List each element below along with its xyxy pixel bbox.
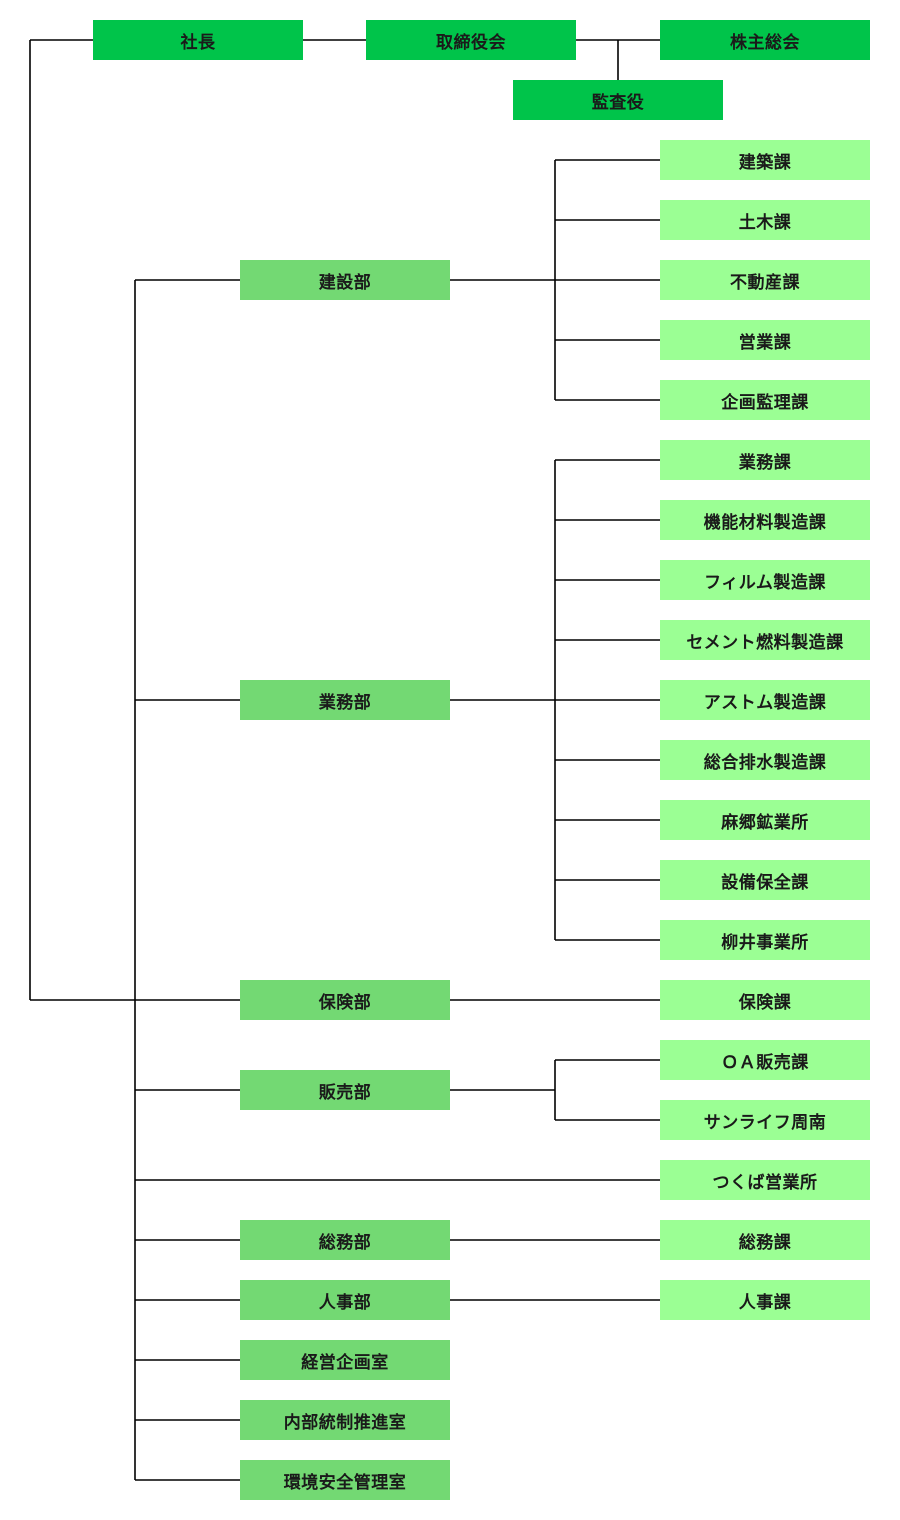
department-label: 環境安全管理室 <box>283 1472 407 1493</box>
section-label: 総務課 <box>738 1232 792 1253</box>
section-box-kensetsu-2: 不動産課 <box>660 260 870 300</box>
department-box-hanbai: 販売部 <box>240 1070 450 1110</box>
section-label: セメント燃料製造課 <box>686 632 844 653</box>
section-box-hanbai-0: ＯＡ販売課 <box>660 1040 870 1080</box>
department-box-somu: 総務部 <box>240 1220 450 1260</box>
department-box-naibu: 内部統制推進室 <box>240 1400 450 1440</box>
president-box: 社長 <box>93 20 303 60</box>
auditor-box: 監査役 <box>513 80 723 120</box>
section-label: 機能材料製造課 <box>703 512 827 533</box>
president-label: 社長 <box>180 32 216 53</box>
section-label: 企画監理課 <box>721 392 809 413</box>
section-label: 麻郷鉱業所 <box>721 812 809 833</box>
department-label: 業務部 <box>318 692 372 713</box>
section-box-kensetsu-1: 土木課 <box>660 200 870 240</box>
section-label: 人事課 <box>738 1292 792 1313</box>
section-label: ＯＡ販売課 <box>721 1052 809 1073</box>
department-label: 経営企画室 <box>301 1352 389 1373</box>
section-box-gyomu-1: 機能材料製造課 <box>660 500 870 540</box>
section-box-jinji-0: 人事課 <box>660 1280 870 1320</box>
section-box-gyomu-5: 総合排水製造課 <box>660 740 870 780</box>
section-box-tsukuba-0: つくば営業所 <box>660 1160 870 1200</box>
section-box-gyomu-0: 業務課 <box>660 440 870 480</box>
section-label: 総合排水製造課 <box>703 752 827 773</box>
section-box-gyomu-8: 柳井事業所 <box>660 920 870 960</box>
department-label: 人事部 <box>318 1292 372 1313</box>
section-box-gyomu-7: 設備保全課 <box>660 860 870 900</box>
department-box-kensetsu: 建設部 <box>240 260 450 300</box>
department-box-kankyo: 環境安全管理室 <box>240 1460 450 1500</box>
section-label: サンライフ周南 <box>703 1112 827 1133</box>
department-box-hoken: 保険部 <box>240 980 450 1020</box>
section-box-hanbai-1: サンライフ周南 <box>660 1100 870 1140</box>
department-label: 総務部 <box>318 1232 372 1253</box>
section-box-gyomu-2: フィルム製造課 <box>660 560 870 600</box>
department-box-keiei: 経営企画室 <box>240 1340 450 1380</box>
auditor-label: 監査役 <box>591 92 645 113</box>
section-label: アストム製造課 <box>703 692 827 713</box>
section-label: 業務課 <box>738 452 792 473</box>
board-box: 取締役会 <box>366 20 576 60</box>
department-box-jinji: 人事部 <box>240 1280 450 1320</box>
section-box-gyomu-6: 麻郷鉱業所 <box>660 800 870 840</box>
department-label: 販売部 <box>318 1082 372 1103</box>
section-label: 土木課 <box>738 212 792 233</box>
section-box-hoken-0: 保険課 <box>660 980 870 1020</box>
section-box-gyomu-4: アストム製造課 <box>660 680 870 720</box>
section-label: 柳井事業所 <box>721 932 809 953</box>
section-box-gyomu-3: セメント燃料製造課 <box>660 620 870 660</box>
section-box-somu-0: 総務課 <box>660 1220 870 1260</box>
shareholders-label: 株主総会 <box>730 32 800 53</box>
section-label: 保険課 <box>738 992 792 1013</box>
section-label: つくば営業所 <box>712 1172 818 1193</box>
section-label: 設備保全課 <box>721 872 809 893</box>
section-box-kensetsu-0: 建築課 <box>660 140 870 180</box>
section-label: フィルム製造課 <box>704 572 826 593</box>
department-label: 内部統制推進室 <box>283 1412 407 1433</box>
section-box-kensetsu-3: 営業課 <box>660 320 870 360</box>
department-label: 建設部 <box>318 272 372 293</box>
section-label: 営業課 <box>738 332 792 353</box>
section-label: 建築課 <box>738 152 792 173</box>
shareholders-box: 株主総会 <box>660 20 870 60</box>
section-box-kensetsu-4: 企画監理課 <box>660 380 870 420</box>
section-label: 不動産課 <box>730 272 800 293</box>
board-label: 取締役会 <box>436 32 506 53</box>
department-box-gyomu: 業務部 <box>240 680 450 720</box>
department-label: 保険部 <box>318 992 372 1013</box>
